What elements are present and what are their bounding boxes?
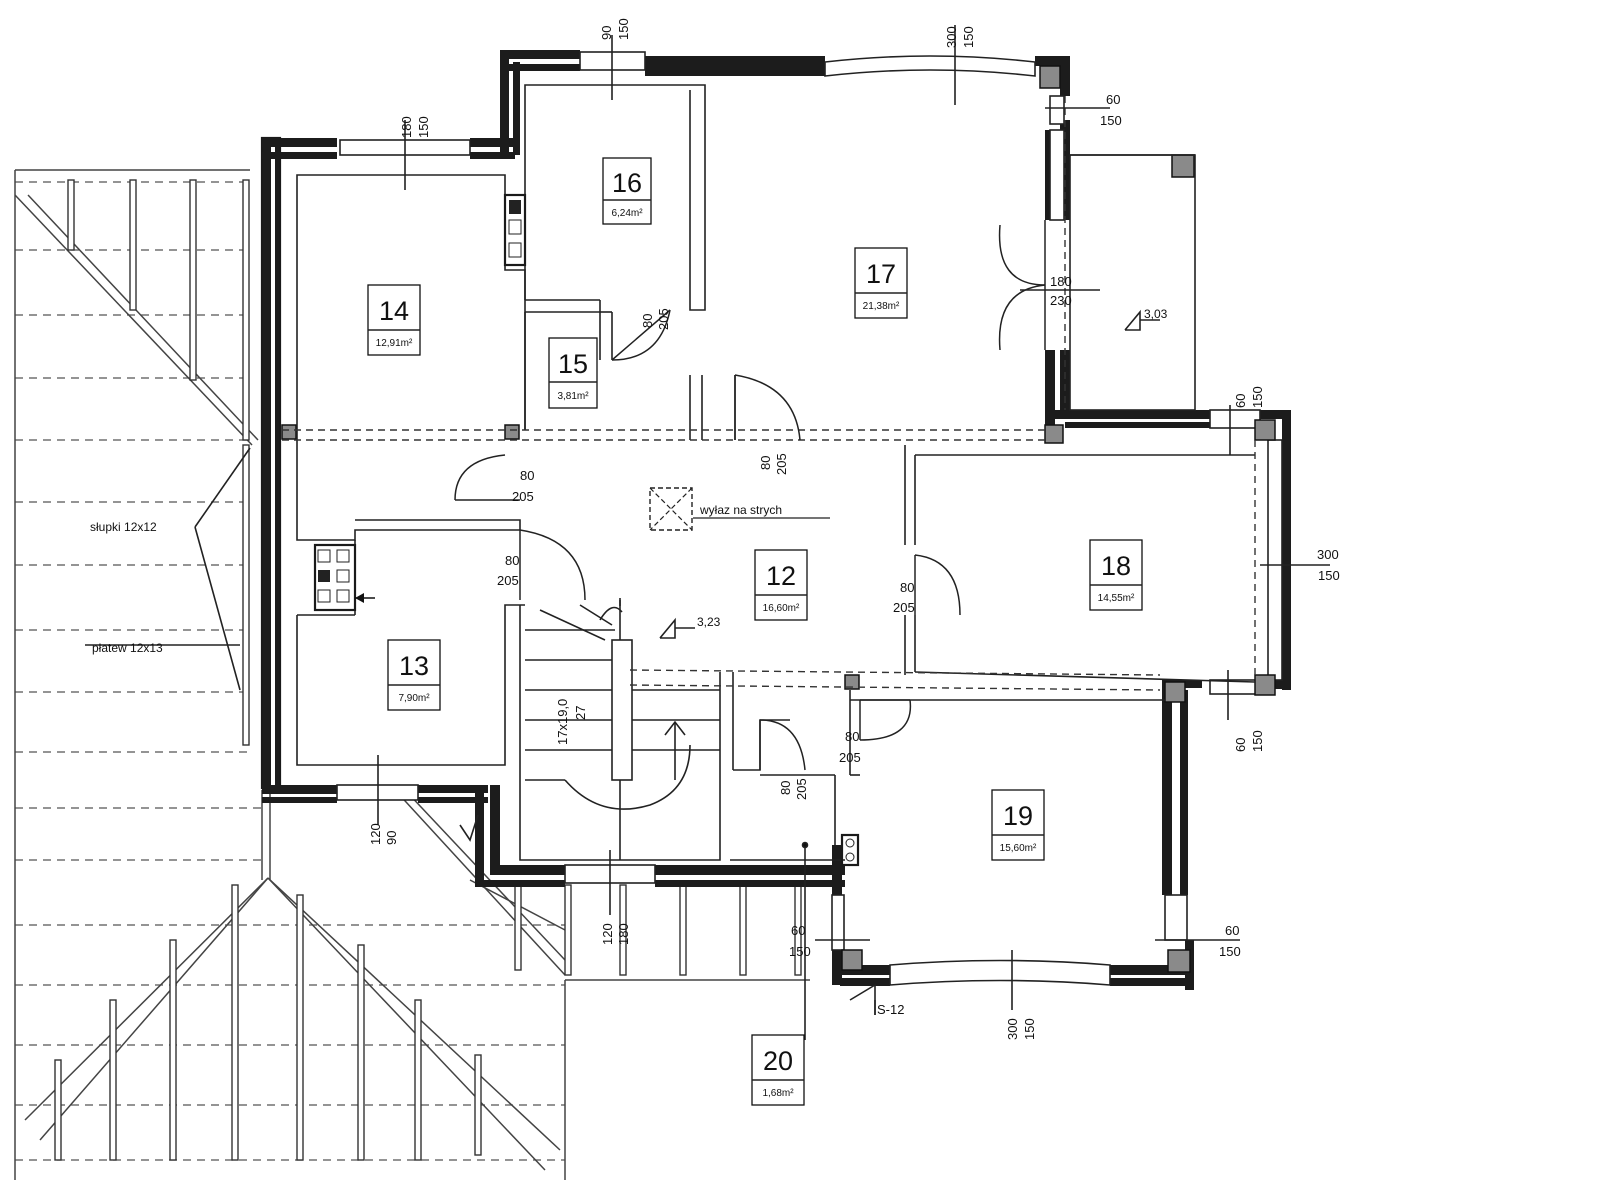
door-19-height: 205 [839,750,861,765]
door-13-width: 80 [505,553,519,568]
window-stairs-height: 180 [616,923,631,945]
room-14: 14 12,91m² [376,296,413,349]
window-19-bottom-height: 150 [1022,1018,1037,1040]
room-18: 18 14,55m² [1098,551,1135,604]
window-17-height: 150 [961,26,976,48]
room-number: 19 [1003,801,1033,831]
room-area: 3,81m² [557,391,589,402]
door-14-width: 80 [520,468,534,483]
room-number: 13 [399,651,429,681]
roof-rafters-vertical [54,179,802,1161]
window-19-bottom-width: 300 [1005,1018,1020,1040]
room-17: 17 21,38m² [863,259,900,312]
room-area: 7,90m² [398,693,430,704]
hall-level: 3,23 [697,615,721,629]
room-20: 20 1,68m² [762,1046,794,1099]
ventilation-ducts [313,193,860,867]
dimension-leaders [377,25,1330,1040]
room-number: 16 [612,168,642,198]
window-18-top-height: 150 [1250,386,1265,408]
door-17-width: 80 [758,456,773,470]
window-18-right-width: 300 [1317,547,1339,562]
door-20-width: 80 [778,781,793,795]
window-19-right-height: 150 [1219,944,1241,959]
window-17-right-width: 60 [1106,92,1120,107]
window-18-right-height: 150 [1318,568,1340,583]
door-17-height: 205 [774,453,789,475]
terrace-level: 3,03 [1144,307,1168,321]
door-15-width: 80 [640,314,655,328]
door-18-height: 205 [893,600,915,615]
room-12: 12 16,60m² [763,561,800,614]
attic-hatch-label: wyłaz na strych [699,503,782,517]
columns [281,65,1276,973]
room-area: 15,60m² [1000,843,1037,854]
door-20-height: 205 [794,778,809,800]
purlin-label: płatew 12x13 [92,641,163,655]
window-18-top-width: 60 [1233,394,1248,408]
room-number: 12 [766,561,796,591]
window-17-width: 300 [944,26,959,48]
beam-lines [282,96,1256,691]
stairs [525,604,720,810]
room-15: 15 3,81m² [557,349,589,402]
room-tags [367,157,1143,1106]
room-number: 15 [558,349,588,379]
room-16: 16 6,24m² [611,168,643,219]
room-area: 6,24m² [611,208,643,219]
doors [454,220,1046,771]
room-19: 19 15,60m² [1000,801,1037,854]
door-19-width: 80 [845,729,859,744]
room-area: 12,91m² [376,338,413,349]
door-18-width: 80 [900,580,914,595]
posts-label: słupki 12x12 [90,520,157,534]
window-19-left-width: 60 [791,923,805,938]
window-14-height: 150 [416,116,431,138]
section-marker: S-12 [877,1002,904,1017]
room-number: 17 [866,259,896,289]
window-13-width: 120 [368,823,383,845]
window-18-bottom-width: 60 [1233,738,1248,752]
room-area: 14,55m² [1098,593,1135,604]
window-13-height: 90 [384,831,399,845]
room-area: 21,38m² [863,301,900,312]
room-13: 13 7,90m² [398,651,430,704]
window-16-height: 150 [616,18,631,40]
room-area: 1,68m² [762,1088,794,1099]
door-14-height: 205 [512,489,534,504]
room-number: 18 [1101,551,1131,581]
level-markers [659,309,1160,639]
window-17-right-height: 150 [1100,113,1122,128]
roof-rafters-horizontal [15,181,565,1161]
attic-hatch [649,487,830,531]
roof-structure [14,169,810,1180]
stairs-steps-label: 17x19,0 [555,699,570,745]
window-stairs-width: 120 [600,923,615,945]
door-15-height: 205 [656,308,671,330]
room-number: 20 [763,1046,793,1076]
window-16-width: 90 [599,26,614,40]
window-14-width: 180 [399,116,414,138]
room-area: 16,60m² [763,603,800,614]
door-13-height: 205 [497,573,519,588]
exterior-walls [260,50,1291,990]
window-18-bottom-height: 150 [1250,730,1265,752]
terrace-door-height: 230 [1050,293,1072,308]
room-number: 14 [379,296,409,326]
opening-dimensions: 180 150 90 150 300 150 60 150 60 150 300… [368,18,1340,1040]
window-19-left-height: 150 [789,944,811,959]
terrace-door-width: 180 [1050,274,1072,289]
posts-leader-lines [85,447,251,691]
window-19-right-width: 60 [1225,923,1239,938]
stairs-width-label: 27 [573,706,588,720]
